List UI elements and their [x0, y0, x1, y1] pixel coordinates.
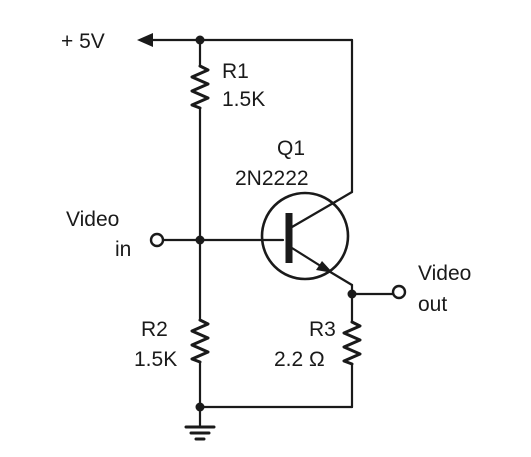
resistor-r2: R2 1.5K: [134, 238, 210, 409]
video-out-label-line1: Video: [418, 262, 471, 285]
r1-value-label: 1.5K: [222, 88, 265, 111]
supply-rail: + 5V: [61, 30, 354, 53]
r2-value-label: 1.5K: [134, 348, 177, 371]
video-in-label-line1: Video: [66, 208, 119, 231]
video-out-label-line2: out: [418, 293, 447, 316]
resistor-r1: R1 1.5K: [190, 38, 265, 242]
transistor-q1: Q1 2N2222: [235, 38, 354, 296]
video-out-terminal: [391, 284, 407, 300]
r3-value-label: 2.2 Ω: [274, 348, 325, 371]
video-in-terminal: [149, 232, 165, 248]
resistor-r3: R3 2.2 Ω: [274, 292, 362, 409]
video-in-port: Video in: [66, 208, 202, 261]
r1-ref-label: R1: [222, 60, 249, 83]
ground-symbol: [184, 405, 216, 441]
video-in-label-line2: in: [115, 238, 131, 261]
supply-label: + 5V: [61, 30, 105, 53]
video-out-port: Video out: [350, 262, 471, 316]
q1-ref-label: Q1: [277, 137, 305, 160]
transistor-body: [260, 191, 350, 281]
q1-part-label: 2N2222: [235, 167, 309, 190]
supply-arrow-icon: [137, 33, 153, 47]
r3-ref-label: R3: [309, 318, 336, 341]
r2-ref-label: R2: [141, 318, 168, 341]
